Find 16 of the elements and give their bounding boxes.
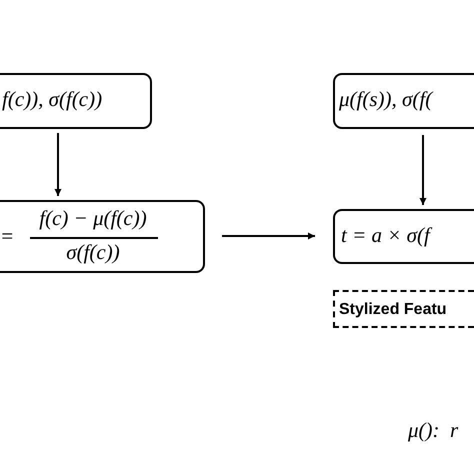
formula-text: f(c)), σ(f(c)) xyxy=(2,87,102,112)
formula-box xyxy=(333,209,474,264)
formula-box xyxy=(0,200,205,273)
formula-text: μ(f(s)), σ(f( xyxy=(339,87,432,112)
formula-box xyxy=(333,73,474,129)
equals-sign: = xyxy=(0,224,14,249)
fraction-denominator: σ(f(c)) xyxy=(65,240,121,265)
formula-box xyxy=(0,73,152,129)
box-label: Stylized Featu xyxy=(339,301,447,319)
arrow xyxy=(222,232,315,240)
dashed-label-box xyxy=(333,290,474,328)
arrow xyxy=(420,135,426,205)
formula-text: t = a × σ(f xyxy=(341,223,430,248)
legend-text: μ(): r xyxy=(408,418,458,443)
fraction-numerator: f(c) − μ(f(c)) xyxy=(38,206,148,231)
arrow xyxy=(54,133,62,196)
